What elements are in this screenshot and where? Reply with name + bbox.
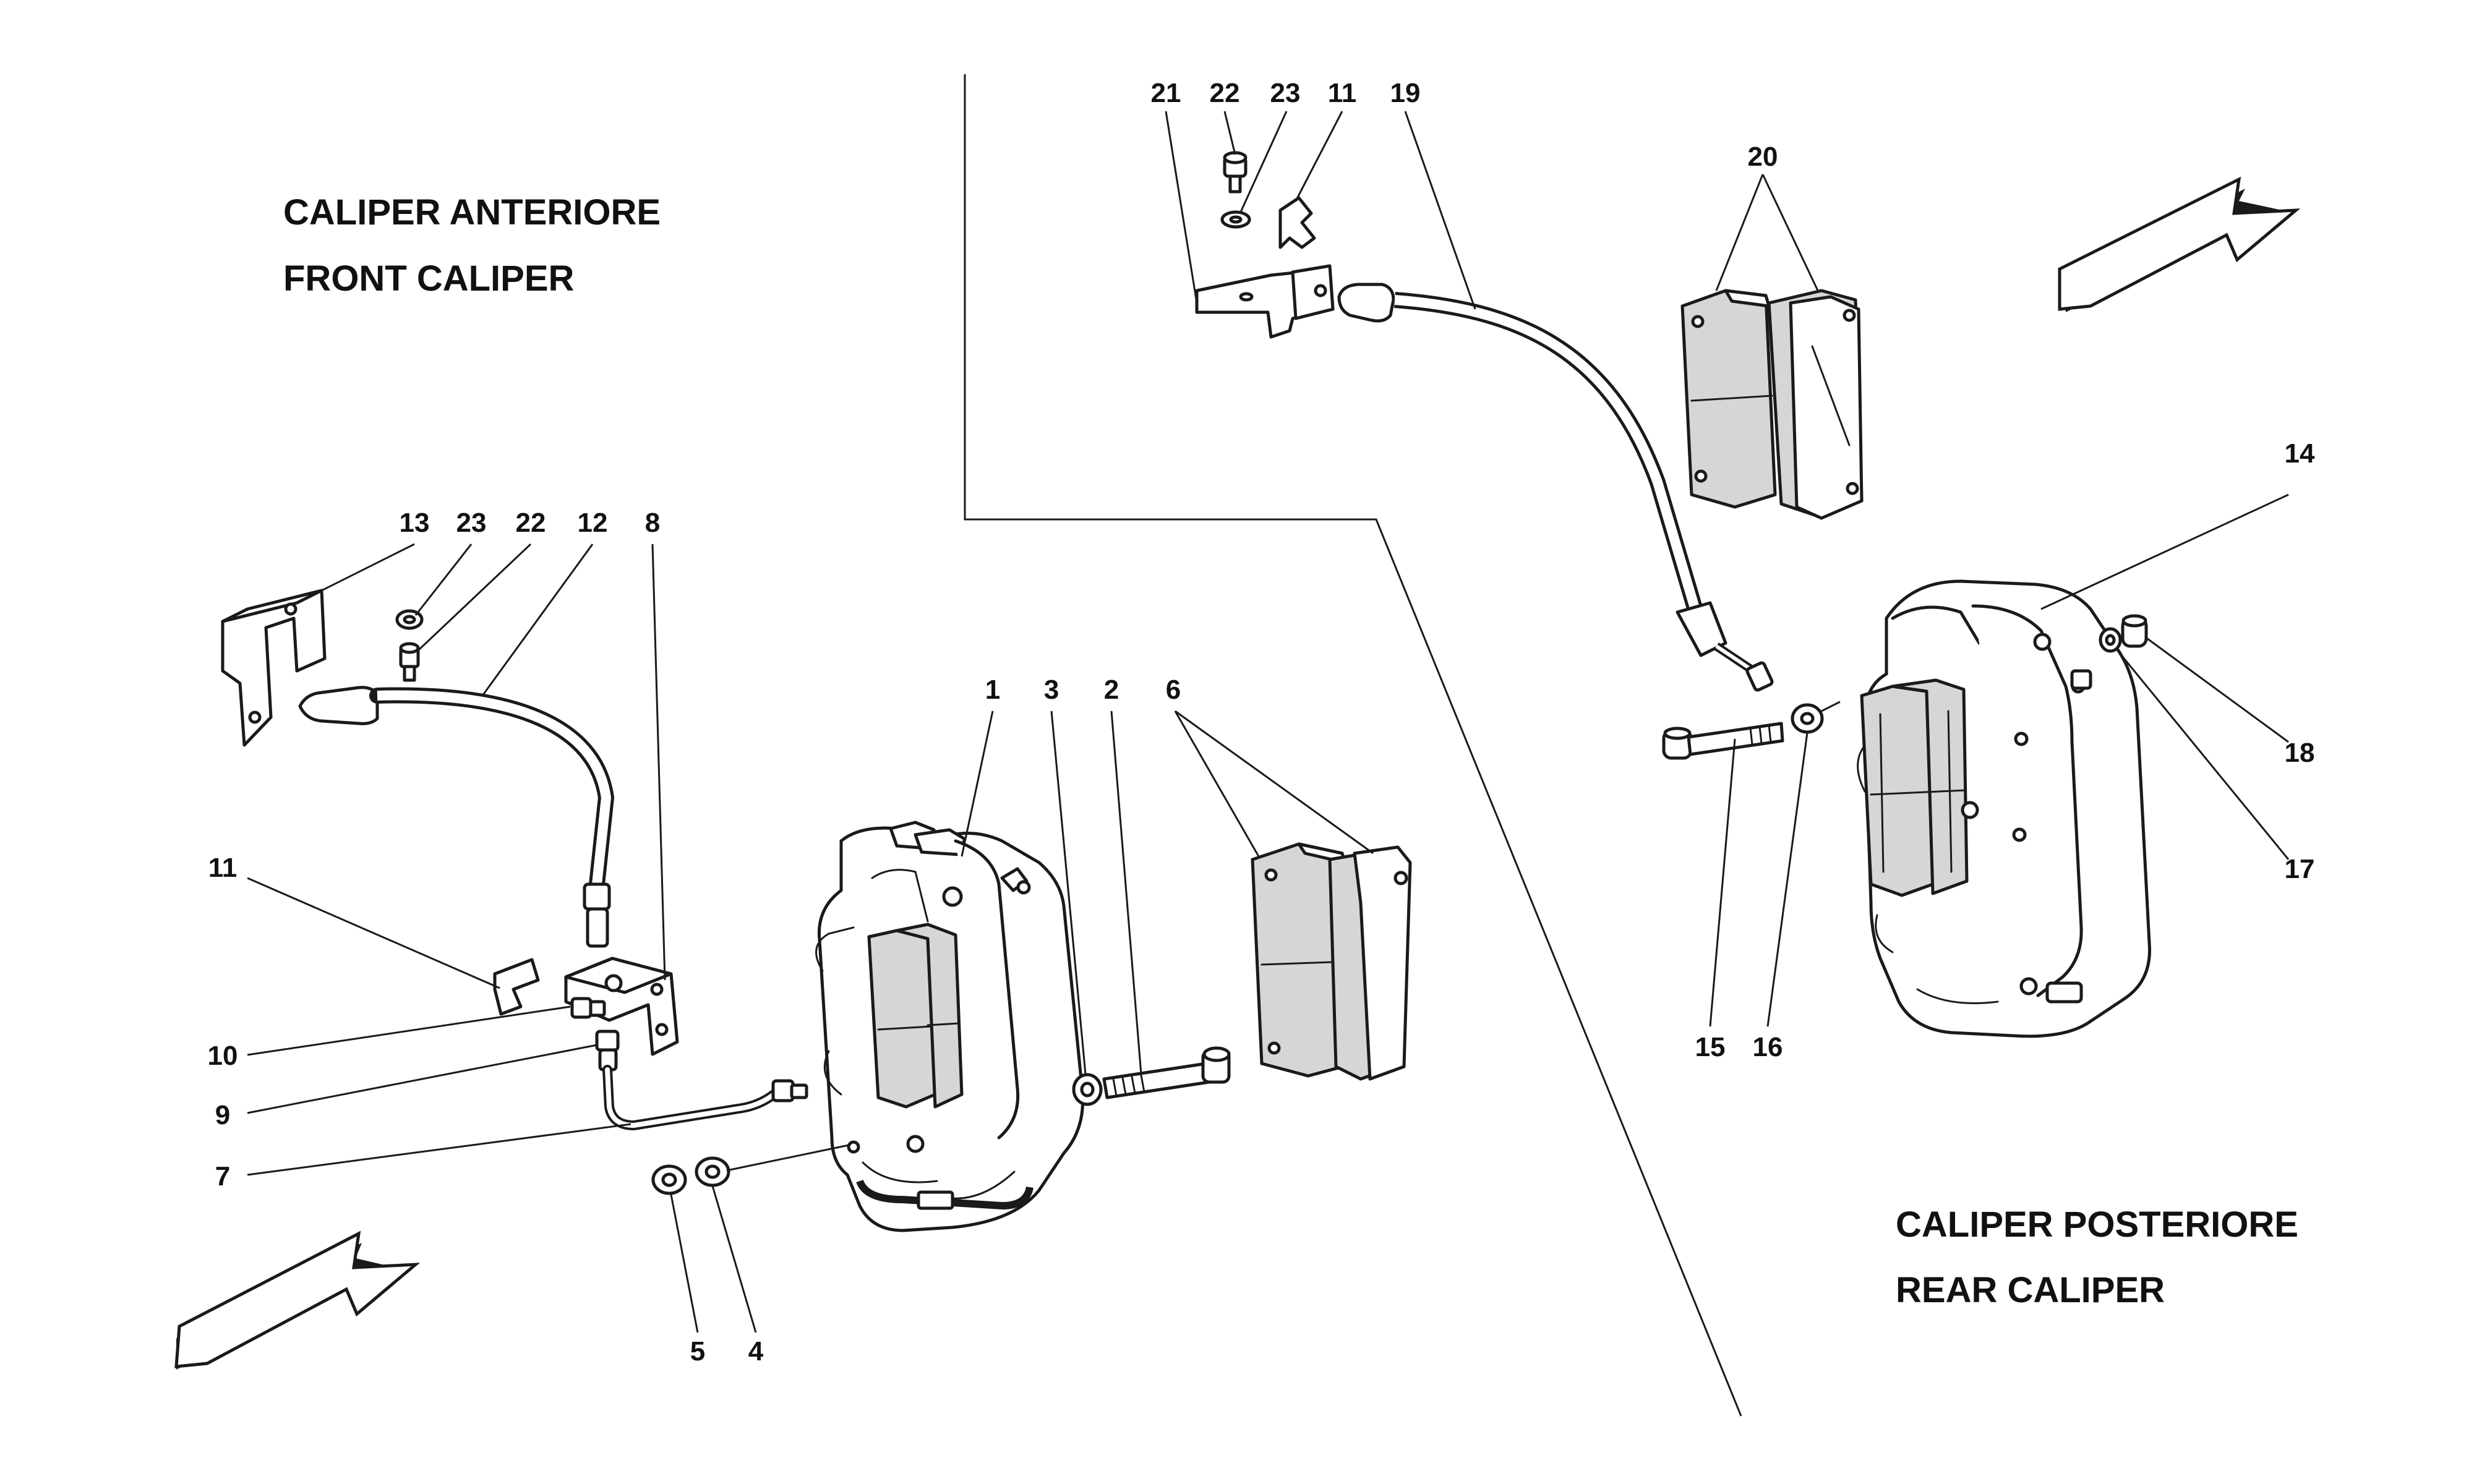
front-caliper-bolt-2: [1102, 1046, 1231, 1099]
callout-19: 19: [1390, 78, 1421, 108]
front-title-italian: CALIPER ANTERIORE: [283, 192, 661, 232]
callout-15: 15: [1695, 1032, 1726, 1062]
callout-11-front: 11: [208, 853, 238, 883]
callout-13: 13: [400, 508, 430, 538]
callout-23-rear: 23: [1270, 78, 1301, 108]
callout-16: 16: [1753, 1032, 1783, 1062]
rear-title-italian: CALIPER POSTERIORE: [1896, 1205, 2298, 1245]
callout-17: 17: [2285, 854, 2315, 884]
section-divider: [964, 74, 1742, 1417]
callout-12: 12: [578, 508, 608, 538]
callout-5: 5: [690, 1336, 705, 1367]
rear-bolt-22: [1223, 151, 1248, 194]
front-hose-bracket: [221, 589, 327, 747]
rear-washer-23: [1220, 210, 1251, 229]
callout-1: 1: [985, 675, 1000, 705]
callout-18: 18: [2285, 738, 2315, 768]
callout-6: 6: [1166, 675, 1181, 705]
rear-flexible-hose: [1337, 283, 1774, 692]
front-washer-3: [1072, 1073, 1103, 1106]
front-brake-pads-6: [1251, 842, 1412, 1081]
front-flexible-hose: [298, 686, 614, 948]
rear-title-english: REAR CALIPER: [1896, 1270, 2165, 1310]
callout-9: 9: [215, 1100, 230, 1130]
callout-3: 3: [1044, 675, 1059, 705]
front-direction-arrow-icon: [174, 1230, 421, 1370]
callout-22-rear: 22: [1210, 78, 1240, 108]
callout-8: 8: [645, 508, 660, 538]
front-caliper-body: [815, 821, 1085, 1232]
callout-23-front: 23: [456, 508, 487, 538]
rear-washer-16: [1791, 703, 1824, 734]
front-union-10: [570, 997, 606, 1019]
rear-clip-11: [1278, 196, 1316, 249]
rear-direction-arrow-icon: [2058, 176, 2301, 312]
callout-14: 14: [2285, 438, 2315, 469]
callout-4: 4: [748, 1336, 764, 1367]
front-caliper-bracket: [564, 957, 679, 1056]
front-seal-4: [695, 1156, 730, 1187]
front-clip-11: [493, 958, 540, 1016]
front-bolt-22: [399, 642, 420, 682]
rear-caliper-body: [1857, 579, 2151, 1038]
callout-7: 7: [215, 1161, 230, 1192]
callout-20: 20: [1748, 142, 1778, 172]
rear-bleeder-18: [2121, 614, 2148, 648]
front-rigid-pipe: [602, 1065, 808, 1131]
rear-caliper-bolt-15: [1662, 722, 1784, 760]
callout-22-front: 22: [516, 508, 546, 538]
callout-2: 2: [1104, 675, 1119, 705]
rear-brake-pads-20: [1680, 289, 1864, 520]
callout-21: 21: [1151, 78, 1181, 108]
rear-hose-bracket: [1195, 264, 1335, 339]
front-title-english: FRONT CALIPER: [283, 258, 574, 299]
leader-lines: [247, 111, 2290, 1333]
front-seal-5: [651, 1164, 687, 1195]
callout-numbers: 13 23 22 12 8 11 10 9 7 1 3 2 6 5 4 21 2…: [208, 78, 2315, 1367]
rear-cap-17: [2099, 627, 2122, 653]
callout-10: 10: [208, 1041, 238, 1071]
callout-11-rear: 11: [1328, 78, 1357, 108]
front-fitting-9: [595, 1030, 620, 1072]
